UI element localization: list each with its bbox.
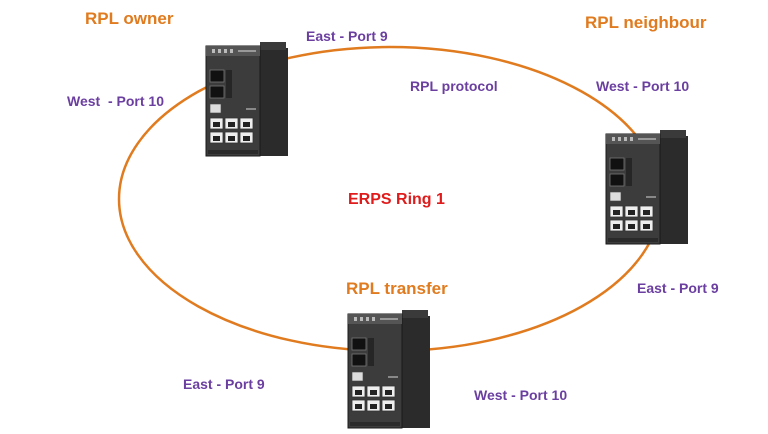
- ring-name-label: ERPS Ring 1: [348, 191, 445, 208]
- rpl-transfer-switch: [347, 310, 430, 429]
- ethernet-port-socket: [370, 404, 377, 409]
- ethernet-port-socket: [385, 390, 392, 395]
- brand-text: [380, 318, 398, 320]
- switch-base: [208, 150, 258, 154]
- ethernet-port-socket: [228, 122, 235, 127]
- switch-side-panel: [258, 48, 288, 156]
- port-label: [246, 108, 256, 110]
- status-led: [230, 49, 233, 53]
- ethernet-port-socket: [628, 224, 635, 229]
- sfp-cage: [626, 158, 632, 186]
- din-clip: [260, 42, 286, 50]
- switch-base: [608, 238, 658, 242]
- status-led: [360, 317, 363, 321]
- transfer-east-port-label: East - Port 9: [183, 376, 265, 392]
- ethernet-port-socket: [213, 122, 220, 127]
- ethernet-port-socket: [355, 390, 362, 395]
- status-led: [372, 317, 375, 321]
- status-led: [630, 137, 633, 141]
- rpl-transfer-label: RPL transfer: [346, 279, 448, 298]
- neighbour-east-port-label: East - Port 9: [637, 280, 719, 296]
- ethernet-port-socket: [613, 210, 620, 215]
- rpl-neighbour-switch: [605, 130, 688, 245]
- neighbour-west-port-label: West - Port 10: [596, 78, 690, 94]
- sfp-port: [609, 173, 625, 187]
- ethernet-port-socket: [370, 390, 377, 395]
- status-led: [212, 49, 215, 53]
- console-port: [351, 371, 364, 382]
- console-port: [209, 103, 222, 114]
- status-led: [354, 317, 357, 321]
- sfp-port: [351, 353, 367, 367]
- switch-side-panel: [400, 316, 430, 428]
- sfp-port: [609, 157, 625, 171]
- din-clip: [402, 310, 428, 318]
- ethernet-port-socket: [643, 224, 650, 229]
- ethernet-port-socket: [213, 136, 220, 141]
- sfp-port: [209, 85, 225, 99]
- owner-east-port-label: East - Port 9: [306, 28, 388, 44]
- din-clip: [660, 130, 686, 138]
- switch-side-panel: [658, 136, 688, 244]
- ethernet-port-socket: [628, 210, 635, 215]
- rpl-protocol-label: RPL protocol: [410, 78, 498, 94]
- rpl-owner-label: RPL owner: [85, 9, 174, 28]
- rpl-owner-switch: [205, 42, 288, 157]
- port-label: [388, 376, 398, 378]
- sfp-port: [209, 69, 225, 83]
- console-port: [609, 191, 622, 202]
- status-led: [618, 137, 621, 141]
- transfer-west-port-label: West - Port 10: [474, 387, 568, 403]
- brand-text: [638, 138, 656, 140]
- ethernet-port-socket: [243, 122, 250, 127]
- brand-text: [238, 50, 256, 52]
- port-label: [646, 196, 656, 198]
- status-led: [612, 137, 615, 141]
- status-led: [624, 137, 627, 141]
- sfp-cage: [368, 338, 374, 366]
- rpl-neighbour-label: RPL neighbour: [585, 13, 707, 32]
- status-led: [366, 317, 369, 321]
- ethernet-port-socket: [643, 210, 650, 215]
- ethernet-port-socket: [355, 404, 362, 409]
- switch-base: [350, 422, 400, 426]
- ethernet-port-socket: [613, 224, 620, 229]
- ethernet-port-socket: [228, 136, 235, 141]
- owner-west-port-label: West - Port 10: [67, 93, 164, 109]
- status-led: [224, 49, 227, 53]
- ethernet-port-socket: [385, 404, 392, 409]
- ethernet-port-socket: [243, 136, 250, 141]
- sfp-cage: [226, 70, 232, 98]
- sfp-port: [351, 337, 367, 351]
- status-led: [218, 49, 221, 53]
